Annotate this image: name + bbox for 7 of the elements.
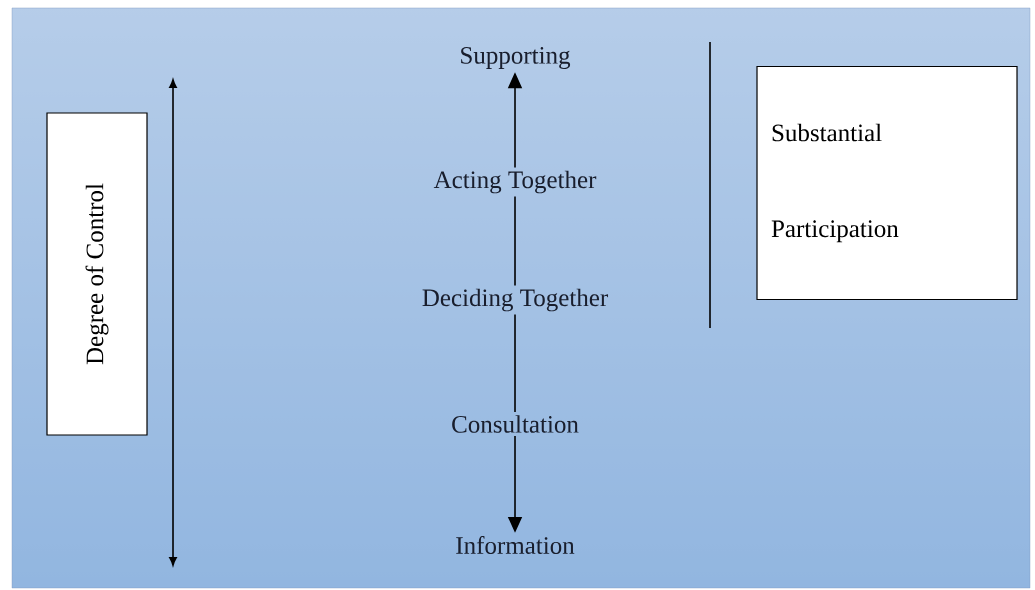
level-label: Information [456, 536, 575, 554]
level-label: Consultation [452, 415, 579, 433]
level-label: Deciding Together [422, 288, 609, 312]
label-box: Degree of Control [46, 112, 148, 436]
text-box: Substantial Participation [756, 65, 1018, 301]
level-label: Supporting [461, 47, 571, 69]
level-label: Acting Together [433, 170, 597, 194]
